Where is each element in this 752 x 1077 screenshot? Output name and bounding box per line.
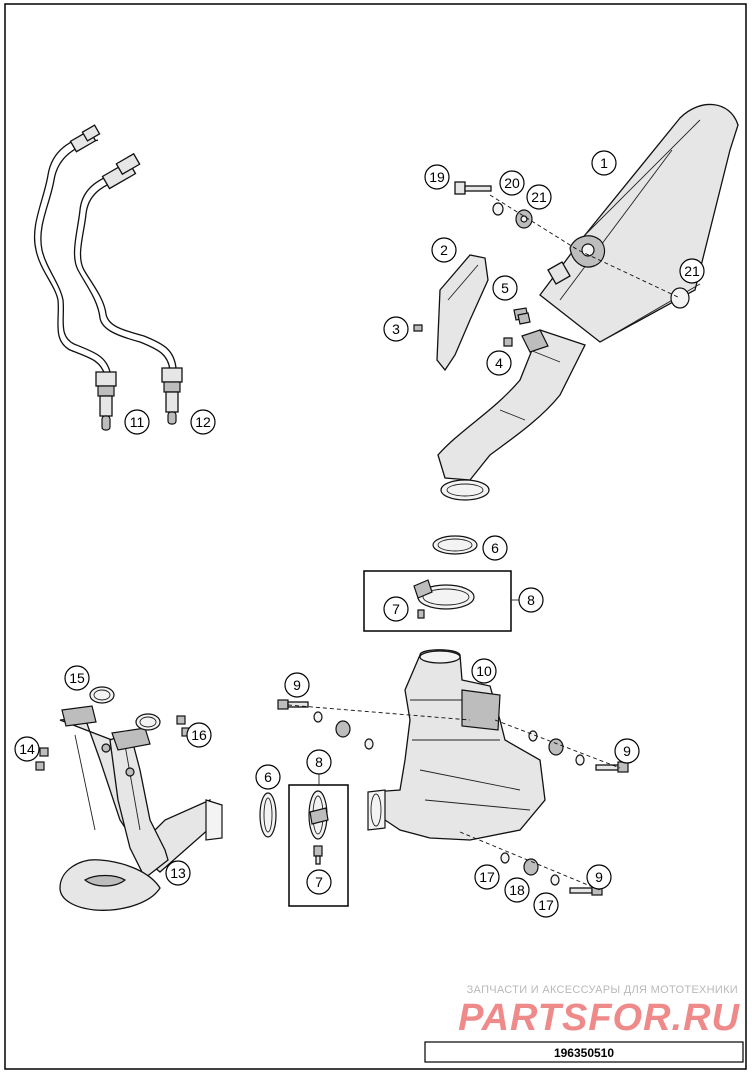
callout-7-lower: 7	[306, 869, 332, 895]
mounting-bolt-19	[454, 181, 690, 309]
callout-label: 14	[19, 741, 35, 757]
callout-21-upper: 21	[526, 184, 552, 210]
callout-label: 17	[538, 897, 554, 913]
callout-label: 8	[527, 592, 535, 608]
callout-label: 9	[623, 743, 631, 759]
nuts-14	[35, 747, 49, 771]
callout-15: 15	[64, 665, 90, 691]
clamp-box-8-upper	[363, 570, 512, 632]
gasket-6-upper	[432, 535, 478, 555]
callout-label: 7	[392, 601, 400, 617]
callout-19: 19	[424, 164, 450, 190]
callout-label: 16	[191, 727, 207, 743]
callout-21-lower: 21	[679, 258, 705, 284]
callout-9-left: 9	[284, 672, 310, 698]
watermark-tagline: ЗАПЧАСТИ И АКСЕССУАРЫ ДЛЯ МОТОТЕХНИКИ	[467, 984, 738, 996]
callout-16: 16	[186, 722, 212, 748]
part-number: 196350510	[554, 1046, 614, 1060]
part-number-box	[424, 1041, 744, 1063]
callout-label: 20	[504, 175, 520, 191]
callout-7-upper: 7	[383, 596, 409, 622]
callout-label: 10	[476, 663, 492, 679]
exhaust-header-13	[59, 705, 223, 911]
callout-9-right-upper: 9	[614, 738, 640, 764]
callout-label: 4	[495, 355, 503, 371]
callout-6-lower: 6	[255, 764, 281, 790]
callout-8-upper: 8	[518, 587, 544, 613]
callout-18: 18	[504, 877, 530, 903]
callout-14: 14	[14, 736, 40, 762]
silencer-assembly	[437, 103, 739, 501]
gaskets-15	[89, 686, 161, 731]
clamp-8-lower	[308, 790, 329, 865]
callout-20: 20	[499, 170, 525, 196]
callout-3: 3	[383, 316, 409, 342]
callout-label: 12	[195, 414, 211, 430]
callout-label: 3	[392, 321, 400, 337]
callout-label: 9	[595, 869, 603, 885]
callout-label: 8	[315, 754, 323, 770]
lambda-sensor-12	[73, 152, 183, 425]
callout-label: 5	[501, 280, 509, 296]
callout-label: 6	[264, 769, 272, 785]
callout-label: 7	[315, 874, 323, 890]
callout-11: 11	[124, 409, 150, 435]
diagram-frame	[4, 3, 747, 1070]
callout-label: 6	[491, 540, 499, 556]
callout-4: 4	[486, 350, 512, 376]
callout-label: 18	[509, 882, 525, 898]
callout-label: 17	[479, 869, 495, 885]
callout-5: 5	[492, 275, 518, 301]
callout-13: 13	[165, 860, 191, 886]
gasket-6-lower	[259, 792, 277, 838]
heat-shield-2	[436, 254, 489, 372]
callout-label: 15	[69, 670, 85, 686]
callout-label: 21	[531, 189, 547, 205]
clamp-8-upper	[413, 579, 475, 619]
callout-label: 19	[429, 169, 445, 185]
callout-label: 9	[293, 677, 301, 693]
callout-label: 2	[440, 242, 448, 258]
callout-6-upper: 6	[482, 535, 508, 561]
callout-label: 11	[130, 414, 145, 430]
catalyst-box-10	[367, 649, 546, 841]
callout-2: 2	[431, 237, 457, 263]
callout-label: 21	[684, 263, 700, 279]
callout-1: 1	[591, 150, 617, 176]
callout-17-right: 17	[533, 892, 559, 918]
callout-label: 13	[170, 865, 186, 881]
callout-9-right-lower: 9	[586, 864, 612, 890]
watermark-brand: PARTSFOR.RU	[458, 997, 740, 1039]
callout-8-lower: 8	[306, 749, 332, 775]
fasteners-3-4-5	[413, 307, 531, 347]
callout-label: 1	[600, 155, 608, 171]
callout-12: 12	[190, 409, 216, 435]
callout-17-left: 17	[474, 864, 500, 890]
clamp-box-8-lower	[288, 784, 349, 907]
callout-10: 10	[471, 658, 497, 684]
lambda-sensor-11	[33, 124, 117, 431]
